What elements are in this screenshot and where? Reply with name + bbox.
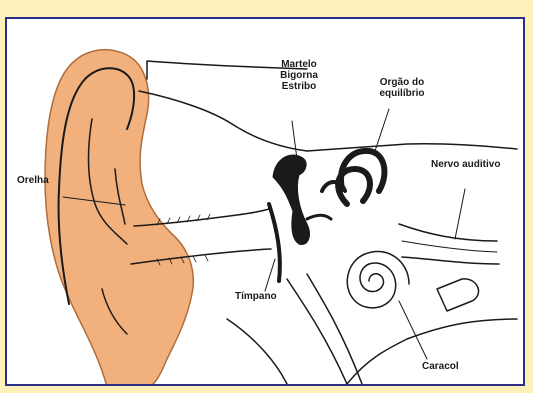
label-martelo: Martelo bbox=[269, 59, 329, 70]
label-nervo-auditivo: Nervo auditivo bbox=[431, 159, 500, 170]
tympanic-membrane bbox=[269, 204, 280, 281]
ear-anatomy-drawing bbox=[7, 19, 523, 384]
label-ossicles: Martelo Bigorna Estribo bbox=[269, 59, 329, 92]
diagram-frame: Orelha Martelo Bigorna Estribo Orgão do … bbox=[5, 17, 525, 386]
auditory-nerve-bottom bbox=[402, 257, 499, 264]
skull-outline-bottom bbox=[347, 319, 517, 384]
label-caracol: Caracol bbox=[422, 361, 459, 372]
caracol-pointer bbox=[399, 301, 427, 359]
label-equilibrio-word: equilíbrio bbox=[367, 88, 437, 99]
label-orelha: Orelha bbox=[17, 175, 49, 186]
label-orgao-do: Orgão do bbox=[367, 77, 437, 88]
eustachian-tube bbox=[287, 274, 362, 384]
ossicles-pointer bbox=[292, 121, 297, 159]
vessel-shape bbox=[437, 279, 479, 311]
outer-ear-shape bbox=[45, 50, 193, 384]
ossicles-shape bbox=[273, 155, 309, 245]
timpano-pointer bbox=[265, 259, 275, 291]
label-bigorna: Bigorna bbox=[269, 70, 329, 81]
label-equilibrio: Orgão do equilíbrio bbox=[367, 77, 437, 99]
cochlea-spiral bbox=[347, 251, 409, 307]
auditory-nerve-top bbox=[399, 224, 497, 241]
skull-outline-top bbox=[139, 91, 307, 151]
skull-outline-right bbox=[307, 144, 517, 151]
skull-outline-lower bbox=[227, 319, 287, 384]
label-estribo: Estribo bbox=[269, 81, 329, 92]
stapes-shape bbox=[307, 215, 331, 219]
auditory-nerve-mid bbox=[402, 241, 497, 252]
label-timpano: Tímpano bbox=[235, 291, 277, 302]
nervo-pointer bbox=[455, 189, 465, 239]
